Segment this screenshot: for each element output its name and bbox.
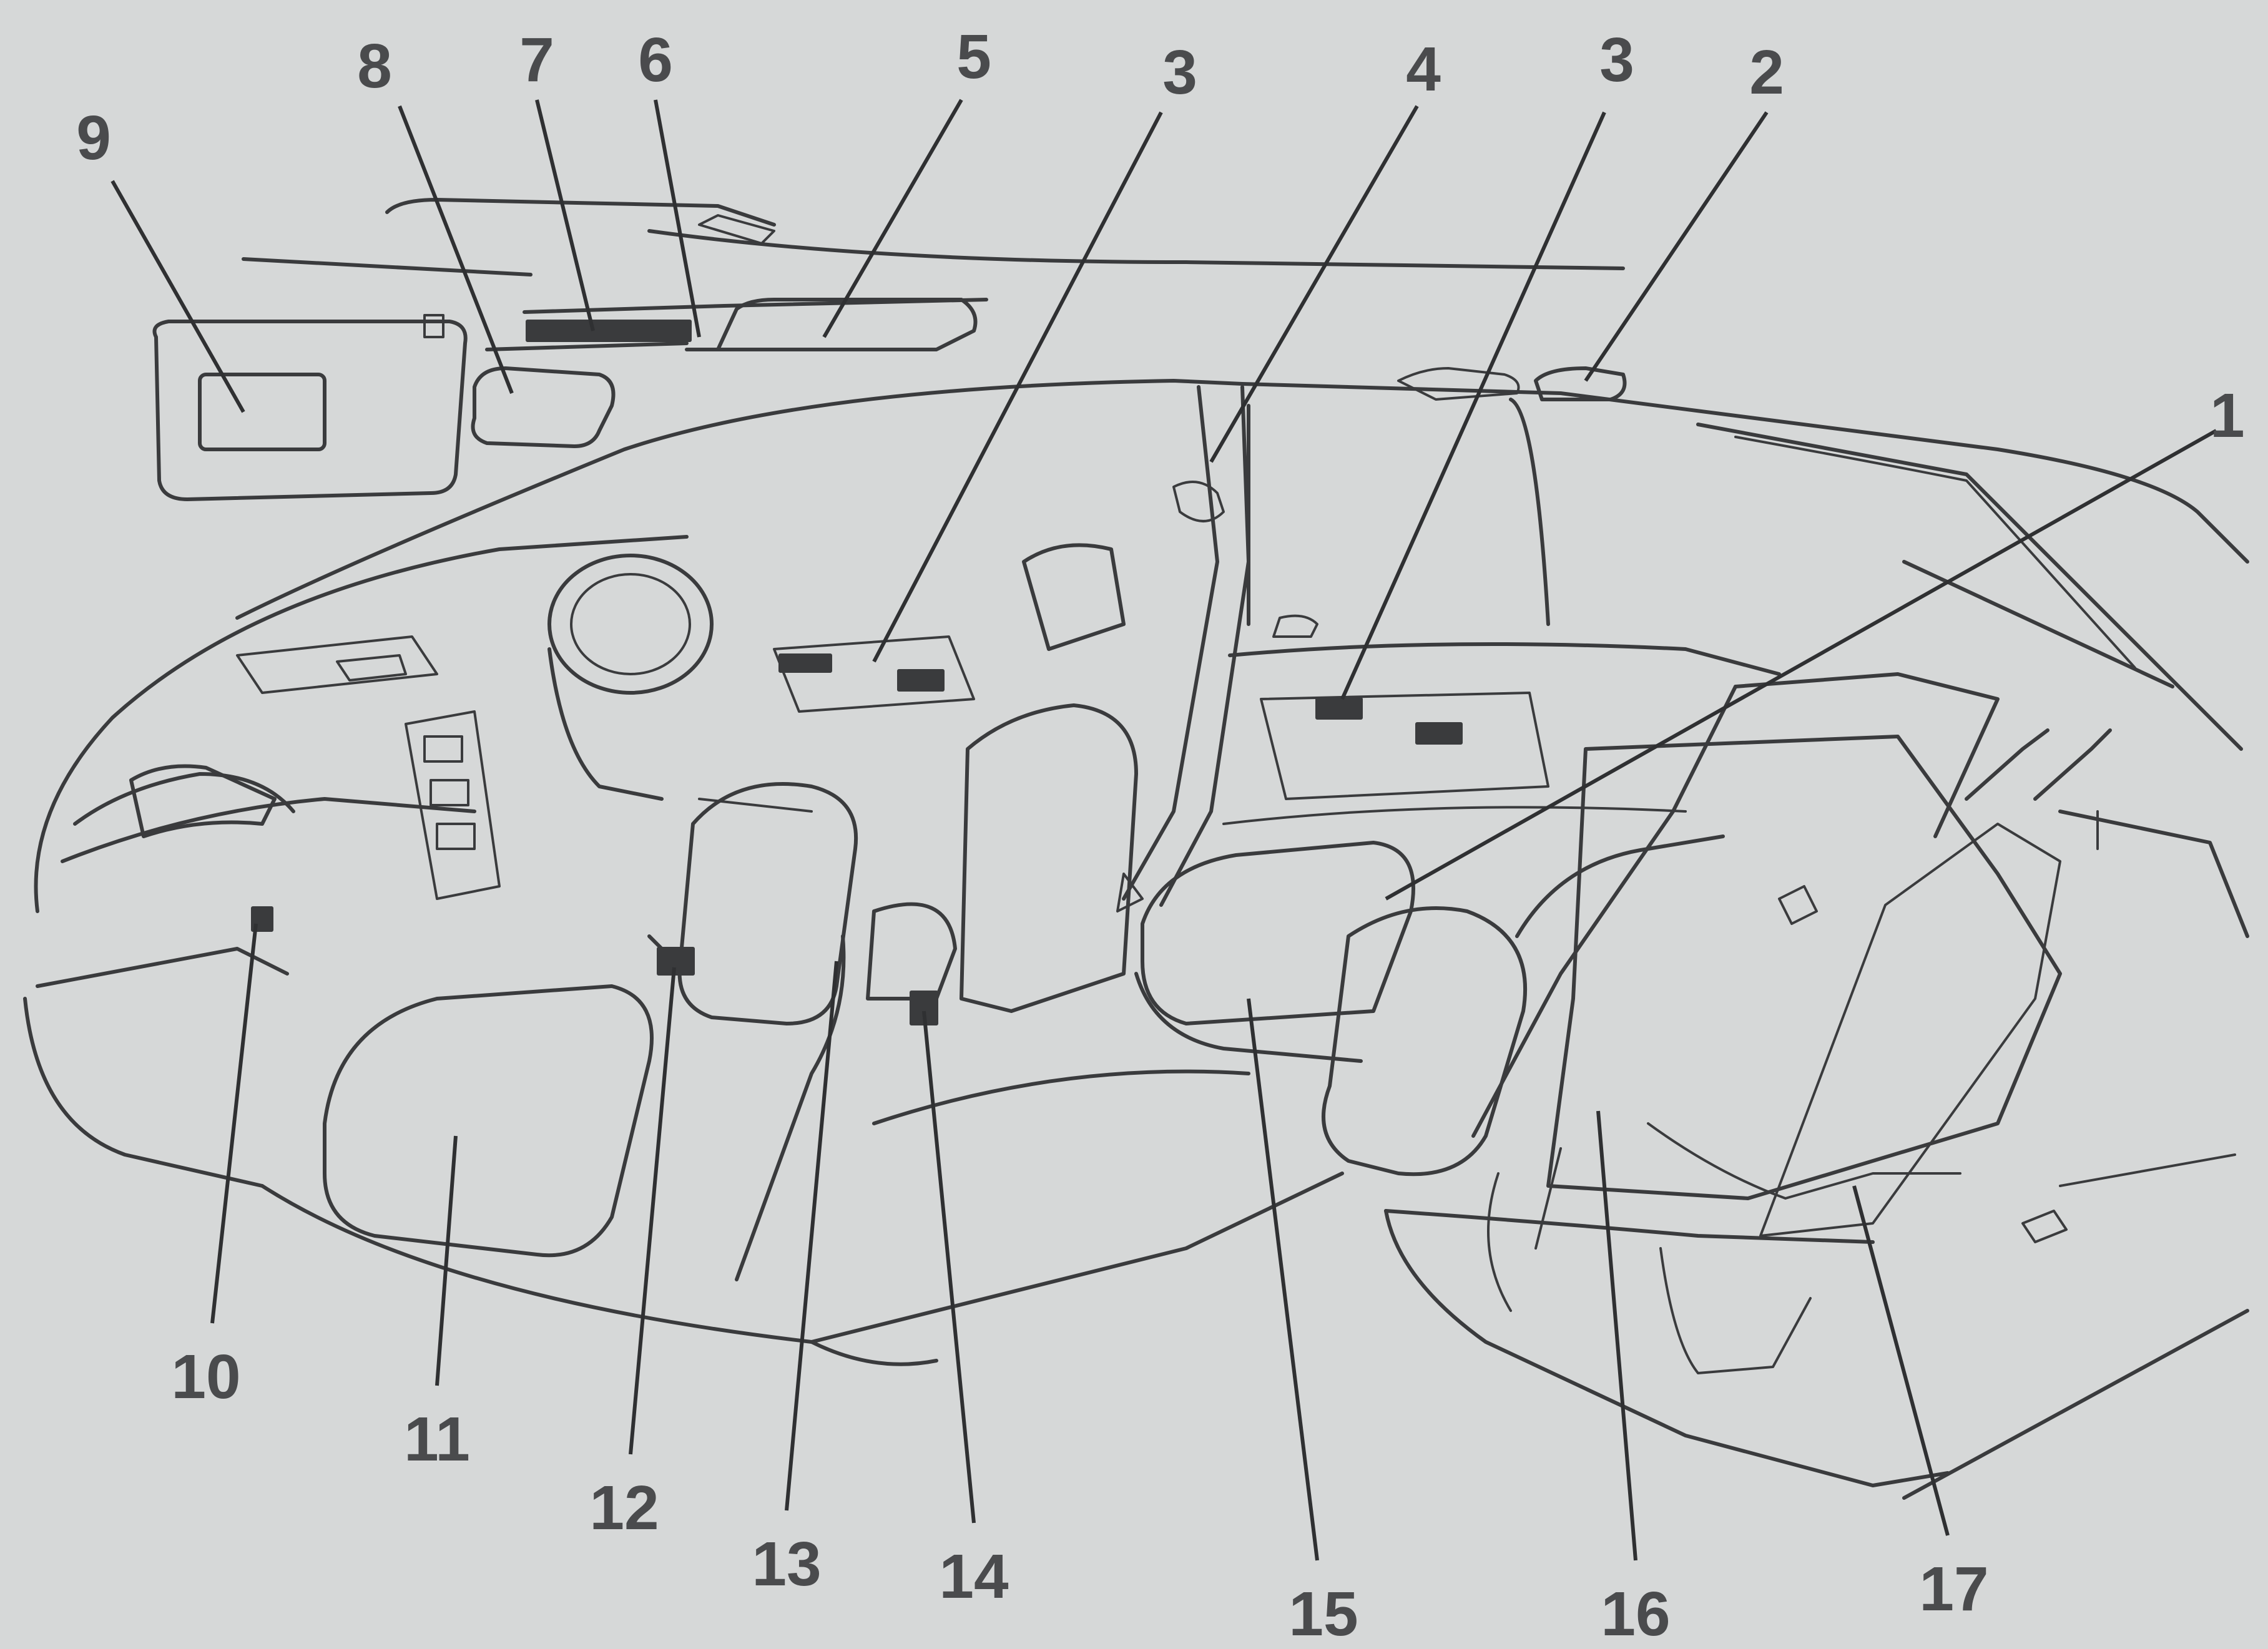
leader-line-3b: [1340, 111, 1606, 700]
leader-line-17: [1852, 1185, 1950, 1536]
leader-line-6: [654, 99, 701, 338]
cargo-area-drawing: [1384, 672, 2249, 1500]
callout-6: 6: [638, 25, 673, 95]
leader-line-7: [535, 99, 595, 331]
callout-7: 7: [519, 25, 554, 95]
leader-line-13: [785, 961, 838, 1511]
leader-line-10: [210, 923, 258, 1324]
leader-line-12: [629, 967, 676, 1455]
callout-9: 9: [76, 103, 111, 173]
callout-3: 3: [1162, 37, 1197, 107]
callout-14: 14: [939, 1542, 1009, 1612]
callout-numbers: 1 2 3 3 4 5 6 7 8 9 10 11 12 13 14 15 16…: [76, 22, 2244, 1649]
floor-drawing: [260, 1069, 1344, 1366]
rear-seat-drawing: [1134, 834, 1725, 1177]
callout-16: 16: [1601, 1579, 1670, 1649]
leader-line-5: [822, 99, 963, 338]
callout-8: 8: [357, 31, 392, 101]
leader-line-14: [922, 1010, 976, 1524]
dashboard-drawing: [23, 535, 714, 1188]
b-pillar-drawing: [1116, 385, 1250, 913]
leader-line-11: [435, 1135, 458, 1386]
callout-5: 5: [956, 22, 991, 92]
callout-3: 3: [1599, 25, 1634, 95]
callout-2: 2: [1749, 37, 1784, 107]
callout-1: 1: [2210, 381, 2245, 451]
callout-15: 15: [1289, 1579, 1358, 1649]
rear-door-drawing: [1222, 614, 1781, 825]
leader-line-4: [1209, 105, 1419, 463]
overhead-console-drawing: [242, 198, 1625, 351]
front-seats-drawing: [323, 543, 1138, 1281]
leader-line-3a: [872, 111, 1163, 663]
sun-visor-drawing: [152, 314, 689, 501]
callout-11: 11: [404, 1404, 470, 1474]
callout-13: 13: [752, 1529, 821, 1599]
leader-line-16: [1596, 1110, 1637, 1561]
callout-10: 10: [171, 1342, 240, 1412]
car-interior-illustration: [23, 198, 2249, 1500]
callout-12: 12: [589, 1473, 659, 1543]
leader-line-8: [398, 105, 514, 394]
leader-line-2: [1584, 111, 1769, 382]
leader-line-1: [1385, 429, 2217, 901]
callout-4: 4: [1406, 34, 1441, 104]
callout-17: 17: [1919, 1554, 1988, 1624]
leader-line-15: [1247, 998, 1319, 1561]
leader-line-9: [110, 180, 245, 413]
leader-lines: [110, 99, 2217, 1561]
